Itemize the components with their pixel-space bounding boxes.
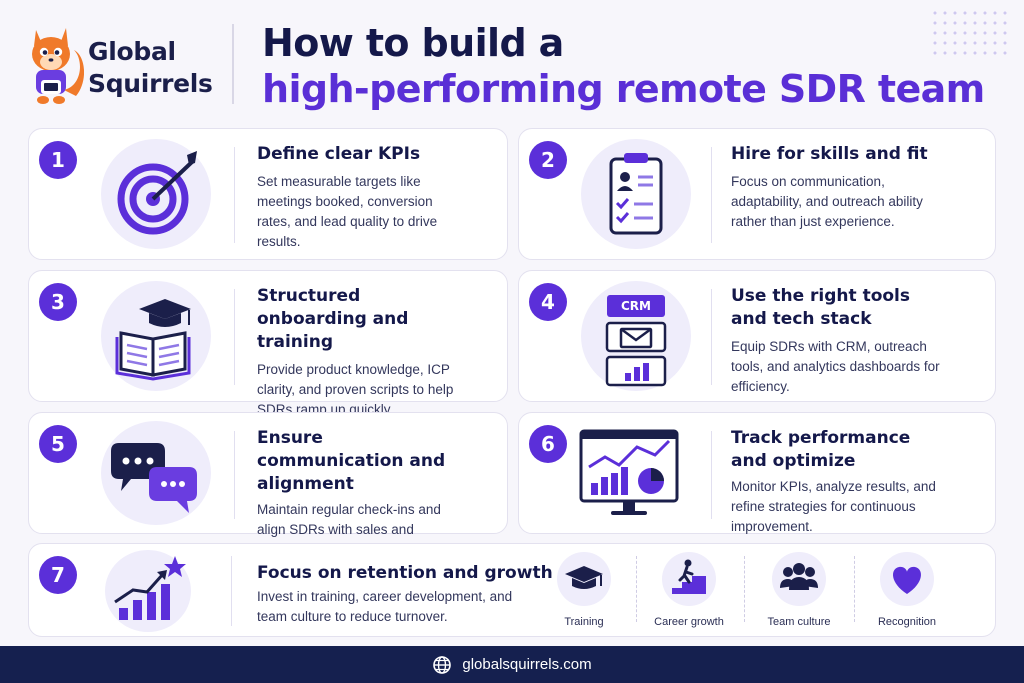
brand-name: Global Squirrels [88,36,213,100]
growth-chart-star-icon [105,550,191,632]
step-description: Set measurable targets like meetings boo… [257,174,438,249]
step-description: Invest in training, career development, … [257,589,513,624]
step-number-badge: 6 [529,425,567,463]
crm-label: CRM [621,299,651,313]
step-title: Focus on retention and growth [257,563,553,583]
retention-item-career-growth: Career growth [644,552,734,628]
header-divider [232,24,234,104]
dashed-divider [854,556,855,622]
step-card-6: 6 Track performance and optimize Monitor… [518,412,996,534]
card-divider [234,147,235,243]
footer-url-link[interactable]: globalsquirrels.com [462,656,592,673]
decorative-dot-grid [930,8,1010,56]
card-divider [711,431,712,519]
step-card-3: 3 Structured onboarding and training Pro… [28,270,508,417]
step-title: Use the right tools and tech stack [731,286,911,329]
title-line-2: high-performing remote SDR team [262,67,985,111]
brand-line-1: Global [88,37,176,66]
step-card-1: 1 Define clear KPIs Set measurable targe… [28,128,508,260]
footer-bar: globalsquirrels.com [0,646,1024,683]
retention-item-label: Training [564,616,604,628]
step-number-badge: 2 [529,141,567,179]
card-divider [234,289,235,385]
step-title: Track performance and optimize [731,428,911,471]
brand-line-2: Squirrels [88,69,213,98]
step-card-4: 4 CRM Use the right tools and tech stack… [518,270,996,402]
climbing-stairs-icon [662,552,716,606]
card-divider [711,289,712,385]
step-description: Monitor KPIs, analyze results, and refin… [731,479,936,534]
step-number-badge: 4 [529,283,567,321]
step-card-2: 2 Hire for skills and fit Focus on commu… [518,128,996,260]
chat-bubbles-icon [101,421,211,525]
dashboard-monitor-icon [579,427,683,523]
retention-item-recognition: Recognition [862,552,952,628]
step-description: Provide product knowledge, ICP clarity, … [257,362,454,417]
squirrel-mascot-icon [32,28,84,104]
brand-logo: Global Squirrels [22,18,232,110]
step-number-badge: 5 [39,425,77,463]
card-divider [711,147,712,243]
step-number-badge: 3 [39,283,77,321]
graduation-cap-icon [557,552,611,606]
book-graduation-icon [101,281,211,391]
crm-stack-icon: CRM [581,281,691,391]
step-title: Define clear KPIs [257,144,421,164]
card-divider [234,431,235,519]
retention-item-label: Career growth [654,616,724,628]
card-divider [231,556,232,626]
heart-icon [880,552,934,606]
step-card-7: 7 Focus on retention and growth Invest i… [28,543,996,637]
globe-icon [433,655,452,674]
title-line-1: How to build a [262,21,564,65]
dashed-divider [744,556,745,622]
step-description: Equip SDRs with CRM, outreach tools, and… [731,339,940,394]
retention-item-training: Training [539,552,629,628]
clipboard-icon [581,139,691,249]
step-title: Hire for skills and fit [731,144,928,164]
step-title: Ensure communication and alignment [257,428,446,494]
retention-item-label: Team culture [767,616,831,628]
step-number-badge: 1 [39,141,77,179]
team-people-icon [772,552,826,606]
step-title: Structured onboarding and training [257,286,409,352]
page-title: How to build a high-performing remote SD… [262,20,985,112]
dashed-divider [636,556,637,622]
target-icon [101,139,211,249]
retention-item-team-culture: Team culture [754,552,844,628]
step-card-5: 5 Ensure communication and alignment Mai… [28,412,508,557]
retention-item-label: Recognition [877,616,937,628]
step-number-badge: 7 [39,556,77,594]
step-description: Focus on communication, adaptability, an… [731,174,923,229]
